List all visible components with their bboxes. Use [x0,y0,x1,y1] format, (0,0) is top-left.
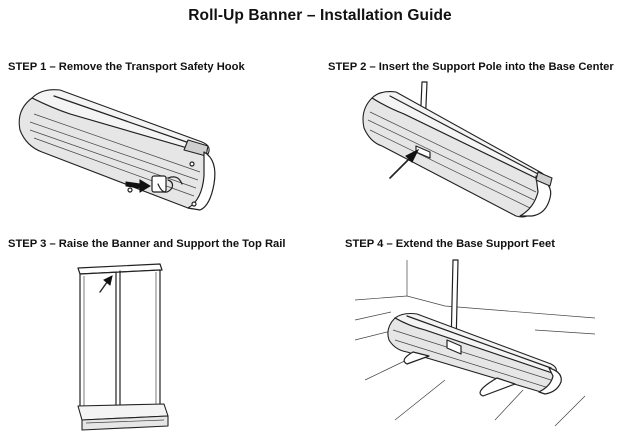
banner-base-safety-hook-icon [18,89,216,211]
base-support-feet-icon [354,259,596,427]
guide-title: Roll-Up Banner – Installation Guide [188,7,452,24]
step-4-label: STEP 4 – Extend the Base Support Feet [345,238,555,250]
step-1-label: STEP 1 – Remove the Transport Safety Hoo… [8,61,245,73]
support-pole-insert-icon [362,81,553,218]
step-2-label: STEP 2 – Insert the Support Pole into th… [328,61,614,73]
raised-banner-icon [77,263,169,431]
step-3-label: STEP 3 – Raise the Banner and Support th… [8,238,286,250]
